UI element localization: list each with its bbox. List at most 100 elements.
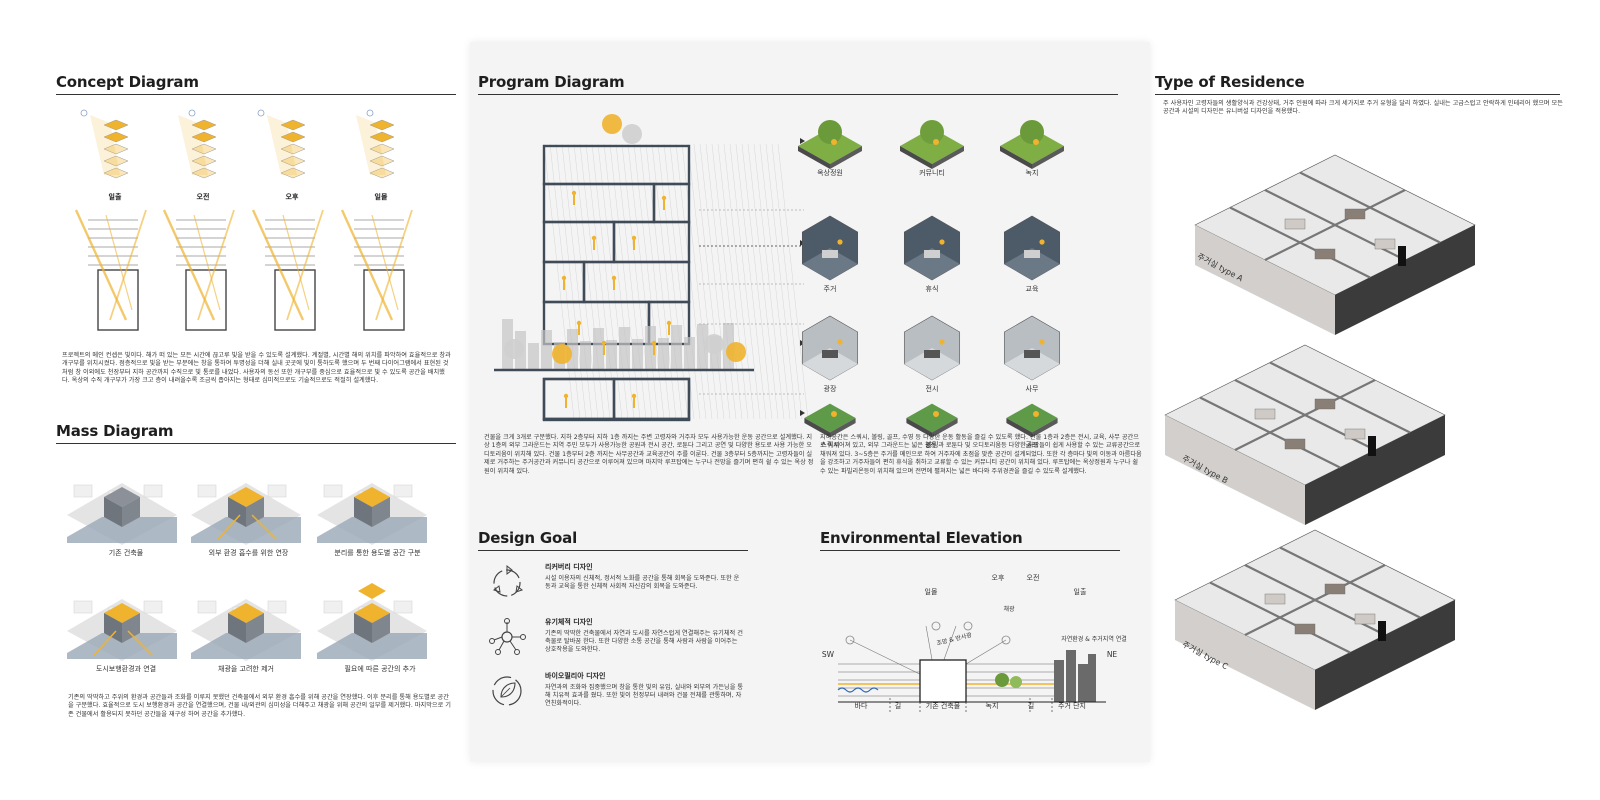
light-ray <box>197 209 235 321</box>
city-block <box>645 326 656 369</box>
tree-icon <box>504 339 524 359</box>
person-head <box>631 393 637 399</box>
person-icon <box>837 339 843 345</box>
tree-icon <box>622 124 642 144</box>
furniture <box>1344 428 1366 440</box>
elevation-sun-label-4: 일출 <box>1073 588 1087 596</box>
concept-slab <box>191 167 217 179</box>
concept-section-diagram <box>74 209 413 331</box>
hatch-line <box>699 143 731 420</box>
tile-edge <box>798 146 830 169</box>
concept-slab <box>191 119 217 131</box>
hatch-line <box>735 143 767 420</box>
elevation-sun-label-2: 오후 <box>991 574 1005 582</box>
arrow-line <box>251 514 277 540</box>
tree-icon <box>704 334 724 354</box>
concept-slab <box>191 131 217 143</box>
context-block <box>323 600 343 614</box>
sun-icon <box>366 109 374 117</box>
city-block <box>567 329 578 369</box>
hatch-line <box>573 143 605 420</box>
light-ray <box>251 209 305 321</box>
concept-slab <box>369 131 395 143</box>
concept-label-3: 오후 <box>285 193 299 201</box>
furniture <box>1284 438 1306 450</box>
sun-icon <box>80 109 88 117</box>
program-text: 건물을 크게 3개로 구분했다. 지하 2층부터 지하 1층 까지는 주변 고령… <box>484 434 814 475</box>
hatch-line <box>675 143 707 420</box>
concept-slab <box>103 131 129 143</box>
mass-diagram <box>67 483 427 661</box>
concept-label-1: 일출 <box>108 193 122 201</box>
program-text-2: 지하공간은 스쿼시, 볼링, 골프, 수영 등 다양한 운동 활동을 즐길 수 … <box>820 434 1142 475</box>
space-label: 볼링 <box>925 441 939 449</box>
context-block <box>143 484 163 498</box>
tree-icon <box>995 673 1009 687</box>
space-label: 사무 <box>1025 385 1039 393</box>
elevation-ground-4: 녹지 <box>985 702 999 710</box>
mass-side <box>246 497 264 527</box>
person-icon <box>1033 139 1039 145</box>
elevation-sw: SW <box>821 650 835 659</box>
person-icon <box>831 139 837 145</box>
person-head <box>611 275 617 281</box>
building-outline <box>97 269 139 331</box>
city-block <box>580 341 591 369</box>
hatch-line <box>759 143 791 420</box>
elevation-sun-label-3: 오전 <box>1026 574 1040 582</box>
housing-block <box>1078 664 1088 702</box>
person-icon <box>1039 339 1045 345</box>
furniture <box>822 250 838 258</box>
housing-block <box>1054 660 1064 702</box>
sea-wave <box>837 687 879 693</box>
furniture <box>1294 623 1316 635</box>
context-block <box>393 600 413 614</box>
concept-slab <box>369 143 395 155</box>
hatch-line <box>717 143 749 420</box>
furniture <box>1024 350 1040 358</box>
hatch-line <box>681 143 713 420</box>
person-head <box>563 393 569 399</box>
goal-2-text: 기존의 딱딱한 건축물에서 자연과 도시를 자연스럽게 연결해주는 유기체적 건… <box>545 630 743 654</box>
water-plane <box>317 517 427 543</box>
residence-text: 주 사용자인 고령자들의 생활양식과 건강상태, 거주 인원에 따라 크게 세가… <box>1163 100 1563 116</box>
residence-title: Type of Residence <box>1155 73 1560 95</box>
space-label: 커뮤니티 <box>919 169 945 177</box>
sun-icon <box>257 109 265 117</box>
city-block <box>541 330 552 369</box>
water-plane <box>317 633 427 659</box>
concept-slab <box>280 131 306 143</box>
concept-slab <box>369 155 395 167</box>
person-head <box>591 235 597 241</box>
space-label: 골프 <box>1025 441 1039 449</box>
sun-icon <box>845 635 855 645</box>
context-block <box>267 600 287 614</box>
furniture <box>1324 583 1346 595</box>
concept-slab <box>103 155 129 167</box>
mass-side <box>104 613 122 643</box>
goal-3-title: 바이오필리아 디자인 <box>545 672 606 680</box>
left-column: Concept Diagram 일출 오전 오후 일몰 프로젝트의 메인 컨셉은… <box>40 0 456 800</box>
concept-label-4: 일몰 <box>374 193 388 201</box>
mass-text: 기존의 딱딱하고 주위의 환경과 공간들과 조화를 이루지 못했던 건축물에서 … <box>68 694 451 718</box>
light-ray <box>375 209 413 321</box>
elevation-ground-1: 바다 <box>854 702 868 710</box>
person-head <box>651 340 657 346</box>
arrow-line <box>93 630 117 656</box>
space-label: 교육 <box>1025 285 1039 293</box>
concept-slab <box>103 143 129 155</box>
hatch-line <box>765 143 797 420</box>
elevation-diagram <box>837 621 1106 714</box>
space-label: 녹지 <box>1025 169 1039 177</box>
mass-side <box>228 497 246 527</box>
unit-wall-front <box>1195 225 1335 335</box>
right-column: Type of Residence 주 사용자인 고령자들의 생활양식과 건강상… <box>1155 0 1565 800</box>
goal-1-title: 리커버리 디자인 <box>545 563 593 571</box>
context-block <box>143 600 163 614</box>
goal-organic-icon <box>489 618 526 655</box>
hatch-line <box>729 143 761 420</box>
tile-edge <box>804 418 830 438</box>
concept-slab <box>369 119 395 131</box>
mass-label-6: 필요에 따른 공간의 추가 <box>344 665 416 673</box>
hatch-line <box>633 143 665 420</box>
